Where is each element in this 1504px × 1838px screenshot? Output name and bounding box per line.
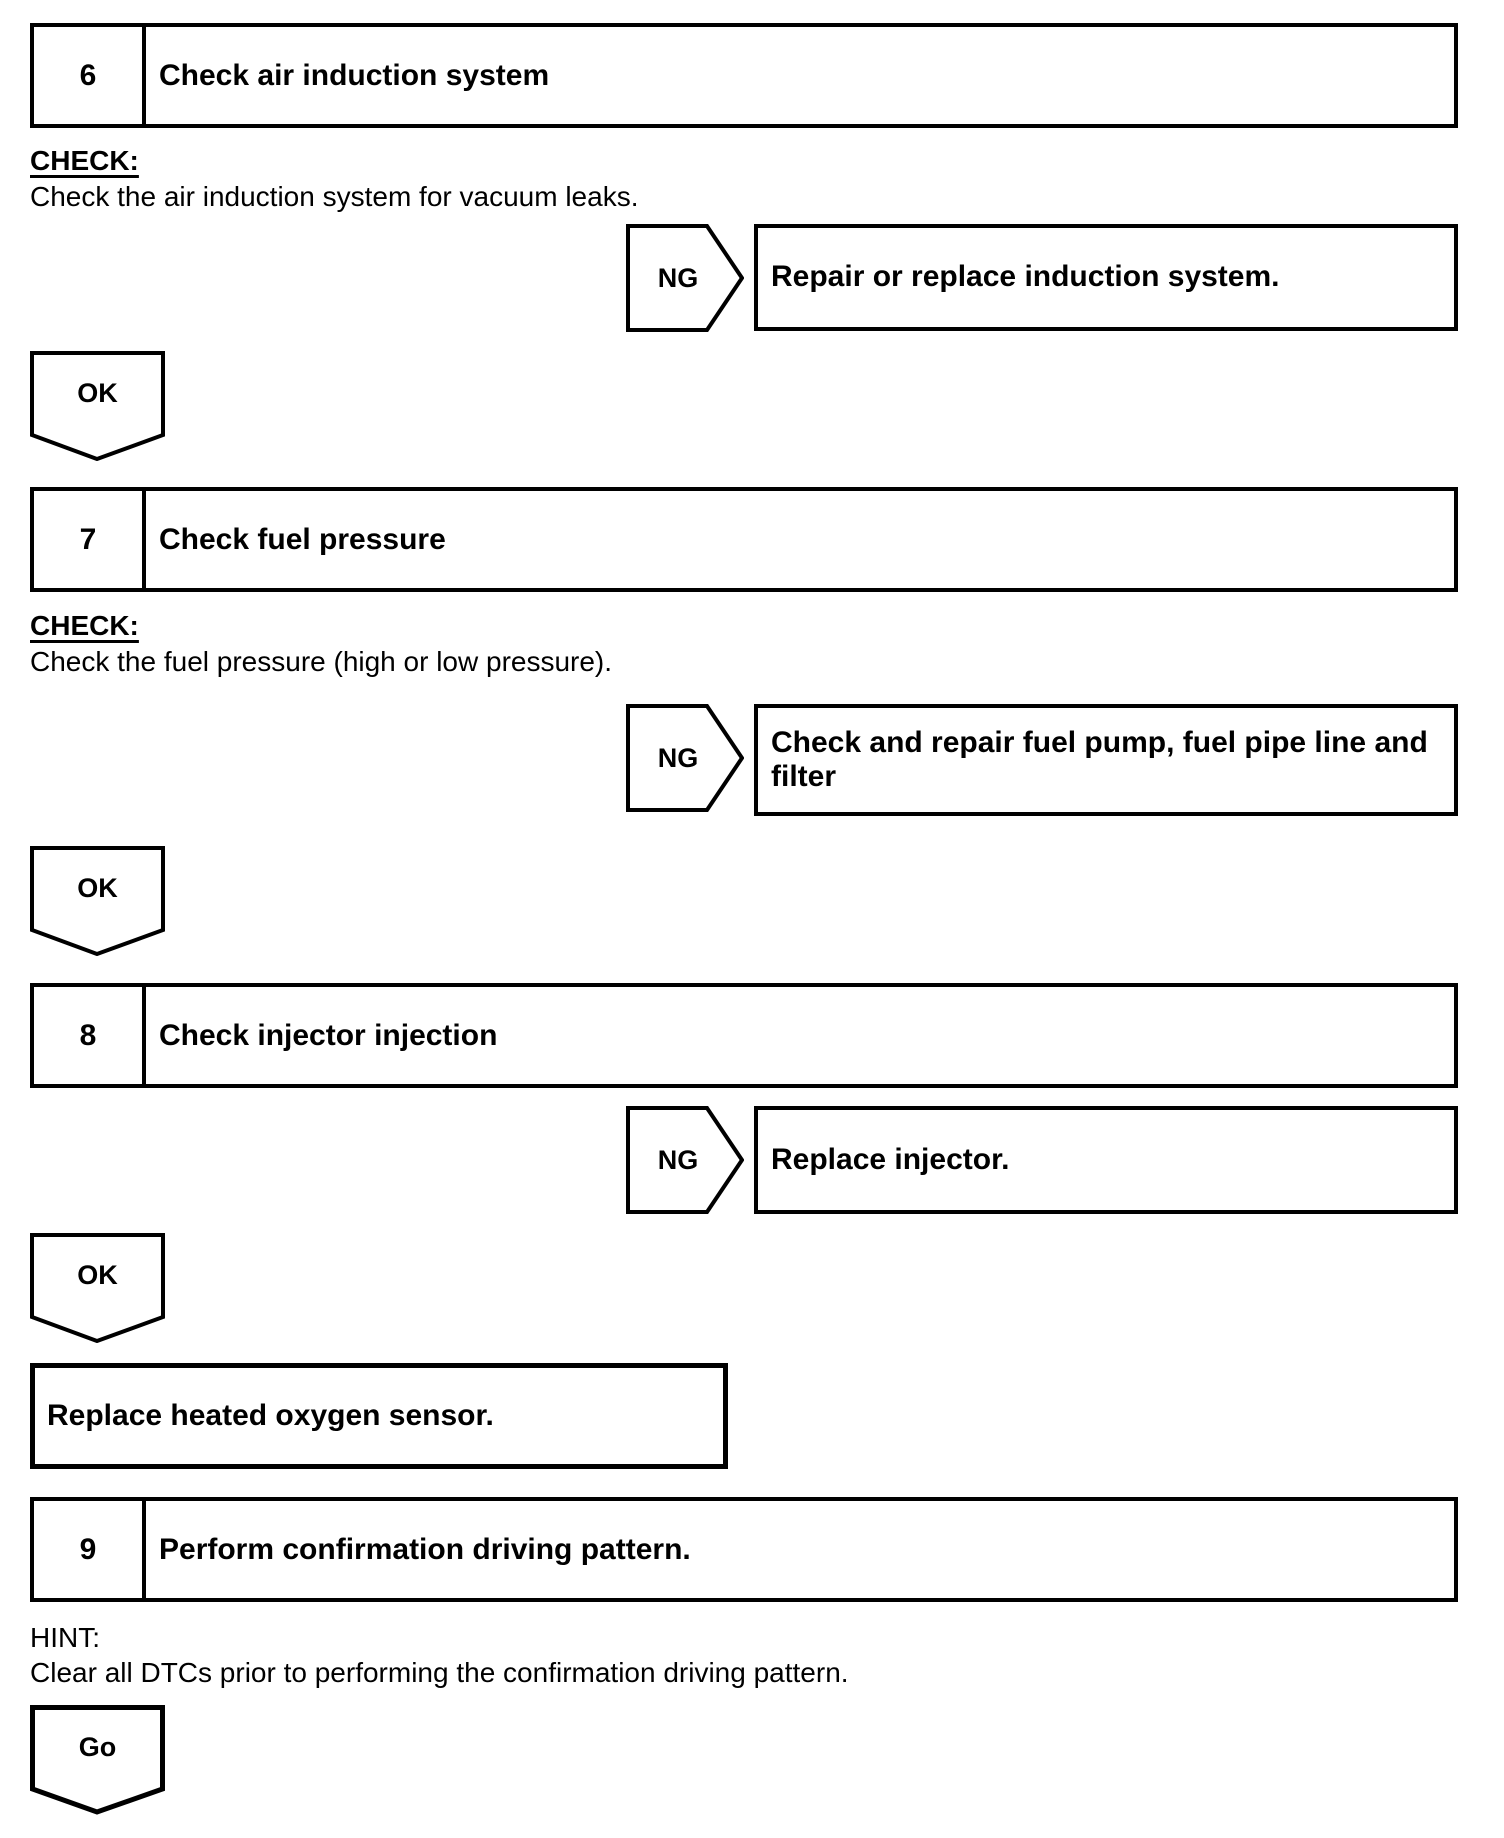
step-7-box: 7 Check fuel pressure — [30, 487, 1458, 592]
step-8-box: 8 Check injector injection — [30, 983, 1458, 1088]
step-7-title: Check fuel pressure — [159, 522, 446, 556]
step-9-box: 9 Perform confirmation driving pattern. — [30, 1497, 1458, 1602]
step-8-title: Check injector injection — [159, 1018, 498, 1052]
step-7-ok-label: OK — [77, 872, 118, 903]
step-8-ok-label: OK — [77, 1259, 118, 1290]
step-9-number: 9 — [34, 1501, 146, 1598]
ok-pentagon-icon — [30, 351, 165, 461]
step-6-number: 6 — [34, 27, 146, 124]
step-7-ng-action-box: Check and repair fuel pump, fuel pipe li… — [754, 704, 1458, 816]
step-9-hint-text: Clear all DTCs prior to performing the c… — [30, 1657, 849, 1688]
step-6-box: 6 Check air induction system — [30, 23, 1458, 128]
step-8-number: 8 — [34, 987, 146, 1084]
ng-pentagon-icon — [626, 1106, 744, 1214]
step-6-ng-action-text: Repair or replace induction system. — [771, 260, 1280, 294]
step-6-title: Check air induction system — [159, 58, 550, 92]
step-7-check-text: Check the fuel pressure (high or low pre… — [30, 646, 613, 677]
step-7-ng-action-text: Check and repair fuel pump, fuel pipe li… — [771, 725, 1428, 794]
ok-pentagon-icon — [30, 1233, 165, 1343]
step-6-ng-action-box: Repair or replace induction system. — [754, 224, 1458, 331]
step-6-ng-label: NG — [657, 262, 699, 293]
result-action-box: Replace heated oxygen sensor. — [30, 1363, 728, 1469]
go-pentagon-icon — [30, 1705, 165, 1815]
ok-pentagon-icon — [30, 846, 165, 956]
step-6-check-text: Check the air induction system for vacuu… — [30, 181, 639, 212]
step-7-check-label: CHECK: — [30, 610, 139, 641]
result-action-text: Replace heated oxygen sensor. — [47, 1399, 494, 1432]
step-7-number: 7 — [34, 491, 146, 588]
step-6-check-label: CHECK: — [30, 145, 139, 176]
step-9-hint-label: HINT: — [30, 1622, 100, 1653]
step-8-ng-label: NG — [657, 1144, 699, 1175]
step-8-ng-action-text: Replace injector. — [771, 1142, 1010, 1176]
ng-pentagon-icon — [626, 704, 744, 812]
ng-pentagon-icon — [626, 224, 744, 332]
step-9-title: Perform confirmation driving pattern. — [159, 1532, 691, 1566]
step-9-go-label: Go — [78, 1731, 117, 1762]
step-8-ng-action-box: Replace injector. — [754, 1106, 1458, 1214]
step-7-ng-label: NG — [657, 742, 699, 773]
step-6-ok-label: OK — [77, 377, 118, 408]
